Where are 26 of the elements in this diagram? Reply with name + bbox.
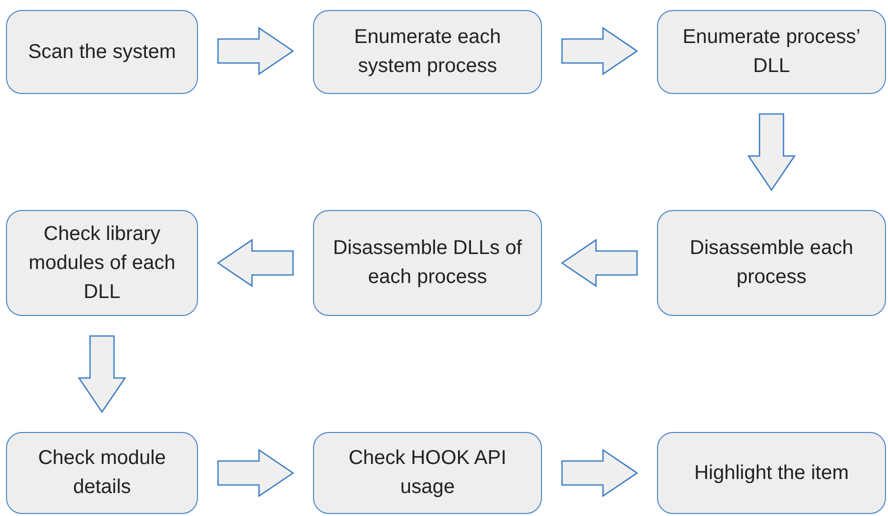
- block-arrow: [217, 448, 294, 498]
- step-label: Scan the system: [28, 40, 176, 64]
- process-box: [657, 432, 886, 514]
- block-arrow: [561, 448, 638, 498]
- step-label: Highlight the item: [694, 460, 849, 486]
- block-arrow: [560, 238, 638, 288]
- block-arrow: [216, 238, 294, 288]
- block-arrow: [217, 26, 294, 76]
- process-box: [6, 432, 198, 514]
- block-arrow: [747, 113, 796, 192]
- step-label: Check library modules of each DLL: [28, 222, 176, 304]
- step-label: Check module details: [37, 446, 167, 500]
- process-box: [313, 210, 542, 316]
- process-box: [6, 10, 198, 94]
- process-box: [313, 10, 542, 94]
- process-box: [657, 210, 886, 316]
- step-label: Check HOOK API usage: [348, 446, 508, 500]
- step-label: Enumerate process’ DLL: [682, 25, 862, 79]
- process-box: [657, 10, 886, 94]
- process-box: [313, 432, 542, 514]
- step-label: Disassemble DLLs of each process: [332, 236, 523, 290]
- block-arrow: [561, 26, 638, 76]
- block-arrow: [78, 335, 126, 414]
- step-label: Enumerate each system process: [353, 25, 502, 79]
- step-label: Disassemble each process: [688, 236, 854, 290]
- process-box: [6, 210, 198, 316]
